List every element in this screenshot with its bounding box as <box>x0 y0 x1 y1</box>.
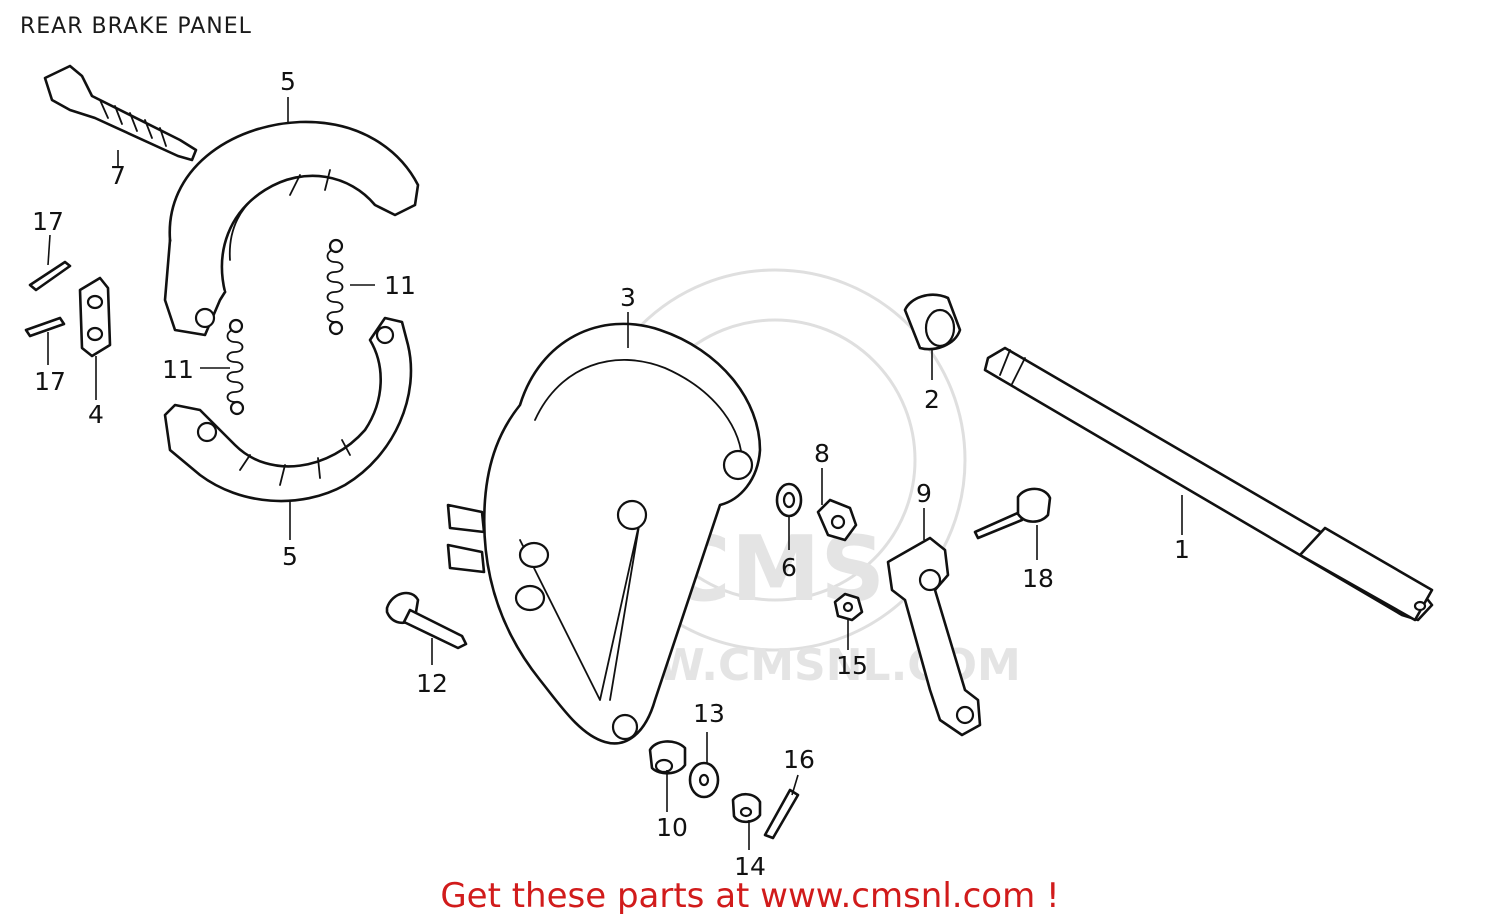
part-1-axle <box>983 346 1434 622</box>
part-10-nut <box>648 740 687 775</box>
callout-16: 16 <box>783 745 815 774</box>
part-17-cotter-pin-lower <box>24 316 66 338</box>
part-11-spring-left <box>226 318 245 416</box>
callout-17-upper: 17 <box>32 207 64 236</box>
callout-10: 10 <box>656 813 688 842</box>
part-5-brake-shoe-upper <box>163 120 420 337</box>
callout-8: 8 <box>814 439 830 468</box>
callout-11-left: 11 <box>162 355 194 384</box>
part-14-nut <box>731 792 762 824</box>
callout-6: 6 <box>781 553 797 582</box>
part-9-brake-arm <box>886 536 982 737</box>
callout-5-upper: 5 <box>280 67 296 96</box>
part-7-brake-cam <box>43 64 198 162</box>
callout-17-lower: 17 <box>34 367 66 396</box>
part-5-brake-shoe-lower <box>163 316 413 503</box>
part-12-bolt <box>385 591 468 650</box>
callout-13: 13 <box>693 699 725 728</box>
part-8-wear-indicator <box>816 498 858 542</box>
part-15-nut <box>833 592 864 622</box>
footer-parts-link[interactable]: Get these parts at www.cmsnl.com ! <box>440 876 1060 916</box>
callout-7: 7 <box>110 161 126 190</box>
callout-14: 14 <box>734 852 766 881</box>
callout-11-right: 11 <box>384 271 416 300</box>
callout-2: 2 <box>924 385 940 414</box>
callout-1: 1 <box>1174 535 1190 564</box>
leader-lines <box>47 97 1183 850</box>
part-17-cotter-pin-upper <box>28 260 72 292</box>
part-4-plate <box>78 276 112 358</box>
page-title: REAR BRAKE PANEL <box>20 14 252 39</box>
part-11-spring-right <box>326 238 344 336</box>
part-6-washer <box>775 482 803 518</box>
part-3-brake-panel <box>446 322 762 745</box>
callout-3: 3 <box>620 283 636 312</box>
part-2-collar <box>903 293 962 351</box>
part-16-cotter-pin <box>763 788 800 840</box>
callout-18: 18 <box>1022 564 1054 593</box>
callout-4: 4 <box>88 400 104 429</box>
callout-12: 12 <box>416 669 448 698</box>
part-13-washer <box>688 761 720 799</box>
callout-9: 9 <box>916 479 932 508</box>
part-18-bolt <box>973 487 1052 540</box>
callout-15: 15 <box>836 651 868 680</box>
callout-5-lower: 5 <box>282 542 298 571</box>
callout-labels: 1 2 3 4 5 5 6 7 8 9 10 11 11 12 13 14 15… <box>32 67 1190 881</box>
